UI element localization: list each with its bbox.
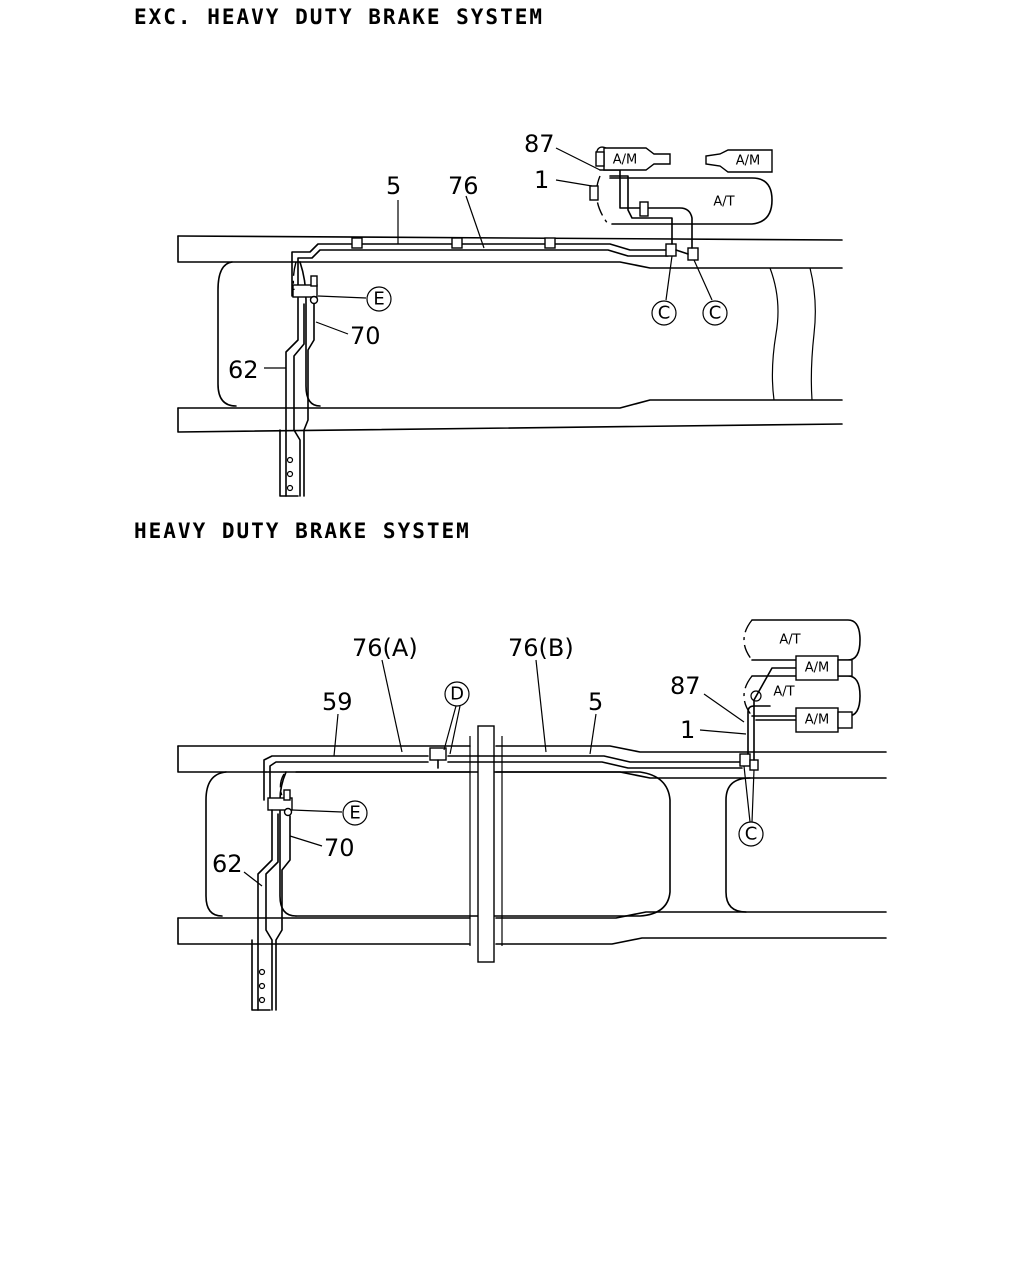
junction-block	[267, 797, 293, 811]
top-air-master-b: A/M	[705, 149, 773, 173]
bottom-callouts: 76(A) 76(B) 59 5 87 1 70 62 E D C	[212, 634, 764, 887]
callout-5: 5	[588, 688, 603, 716]
callout-5: 5	[386, 172, 401, 200]
svg-text:C: C	[658, 303, 671, 324]
callout-62: 62	[212, 850, 243, 878]
callout-76a: 76(A)	[352, 634, 418, 662]
section-title-heavy-duty: HEAVY DUTY BRAKE SYSTEM	[134, 519, 471, 543]
svg-text:A/M: A/M	[613, 153, 638, 168]
connector	[665, 243, 677, 257]
top-brake-pipe	[291, 169, 699, 297]
bottom-flex-hoses	[251, 773, 293, 1011]
callout-70: 70	[324, 834, 355, 862]
top-frame-rail	[177, 235, 843, 433]
top-air-tank: A/T	[595, 175, 773, 225]
callout-circle-c	[738, 821, 764, 847]
svg-text:A/T: A/T	[779, 633, 800, 648]
callout-1: 1	[534, 166, 549, 194]
svg-text:E: E	[349, 803, 360, 824]
top-air-master-a: A/M	[595, 146, 671, 171]
callout-circle-c	[651, 300, 677, 326]
callout-76: 76	[448, 172, 479, 200]
callout-circle-d	[444, 681, 470, 707]
bottom-diagram: A/T A/T A/M A/M	[177, 619, 887, 1011]
top-diagram: A/T A/M A/M	[177, 130, 843, 497]
pipe-clip	[351, 237, 363, 249]
pipe-clip	[544, 237, 556, 249]
valve-87	[595, 151, 605, 167]
connector	[687, 247, 699, 261]
callout-70: 70	[350, 322, 381, 350]
pipe-clip	[639, 201, 649, 217]
callout-59: 59	[322, 688, 353, 716]
svg-text:A/T: A/T	[773, 685, 794, 700]
section-title-exc-heavy-duty: EXC. HEAVY DUTY BRAKE SYSTEM	[134, 5, 545, 29]
callout-circle-c	[702, 300, 728, 326]
callout-87: 87	[670, 672, 701, 700]
svg-text:D: D	[450, 684, 464, 705]
pipe-clip	[451, 237, 463, 249]
connector	[739, 753, 751, 767]
bottom-air-tank-a: A/T	[743, 619, 861, 661]
top-flex-hoses	[279, 261, 319, 497]
callout-62: 62	[228, 356, 259, 384]
bottom-air-master-b: A/M	[795, 707, 853, 733]
callout-87: 87	[524, 130, 555, 158]
svg-text:C: C	[745, 824, 758, 845]
top-callouts: 87 1 5 76 70 62 E C C	[228, 130, 728, 384]
svg-text:A/T: A/T	[713, 195, 734, 210]
svg-text:A/M: A/M	[805, 661, 830, 676]
junction-block	[292, 284, 318, 298]
svg-text:A/M: A/M	[805, 713, 830, 728]
svg-text:C: C	[709, 303, 722, 324]
svg-text:A/M: A/M	[736, 154, 761, 169]
connector	[749, 759, 759, 771]
svg-text:E: E	[373, 289, 384, 310]
bottom-frame-rail	[177, 725, 887, 963]
callout-circle-e	[342, 800, 368, 826]
callout-76b: 76(B)	[508, 634, 574, 662]
valve-1	[589, 185, 599, 201]
callout-1: 1	[680, 716, 695, 744]
bottom-air-master-a: A/M	[795, 655, 853, 681]
callout-circle-e	[366, 286, 392, 312]
cross-member	[477, 725, 495, 963]
